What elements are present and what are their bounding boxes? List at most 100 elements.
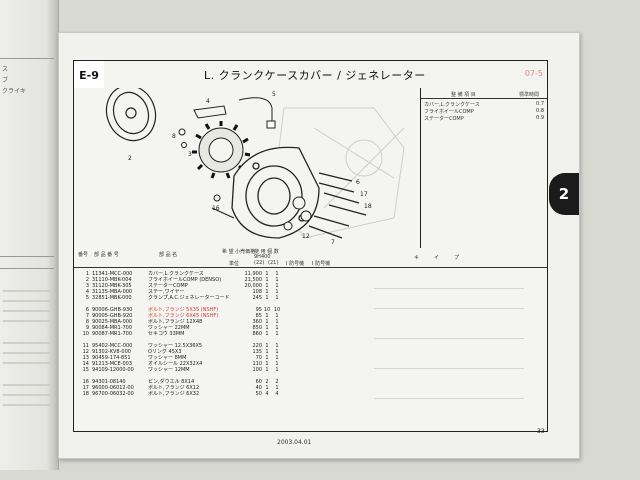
qty-cell: 1	[265, 283, 269, 289]
ref-cell: 6	[85, 307, 89, 313]
part-no-cell: 90005-GHB-920	[92, 313, 133, 319]
qty-cell: 10	[263, 307, 271, 313]
qty-cell: 1	[265, 295, 269, 301]
mark-3: プ	[454, 255, 460, 261]
price-cell: 70	[255, 355, 262, 361]
price-cell: 220	[252, 343, 262, 349]
name-cell: カバー,L.クランクケース	[148, 271, 204, 277]
parts-table: 番号 部 品 番 号 部 品 名 希 望 小売価格 単位 使 用 個 数 9H4…	[73, 248, 548, 432]
qty-cell: 1	[265, 325, 269, 331]
ref-cell: 17	[82, 385, 89, 391]
publication-date: 2003.04.01	[277, 439, 312, 446]
left-page-fragment: ブ	[2, 77, 9, 84]
name-cell: ワッシャー 22MM	[148, 325, 190, 331]
qty-cell: 1	[275, 355, 279, 361]
type-code-2: (22)	[254, 260, 265, 266]
col-ref: 番号	[78, 252, 89, 258]
name-cell: ボルト,フランジ 6X32	[148, 391, 200, 397]
qty-cell: 1	[275, 349, 279, 355]
price-cell: 850	[252, 325, 262, 331]
part-no-cell: 94301-08140	[92, 379, 126, 385]
part-no-cell: 31110-MBK-004	[92, 277, 132, 283]
washers	[178, 128, 312, 231]
price-cell: 50	[255, 391, 262, 397]
ref-cell: 13	[82, 355, 89, 361]
svg-text:17: 17	[360, 191, 368, 198]
price-cell: 21,500	[244, 277, 263, 283]
stator	[192, 121, 251, 179]
svg-text:18: 18	[364, 203, 372, 210]
name-cell: ピン,ダウエル 8X14	[148, 379, 195, 385]
price-cell: 360	[252, 319, 262, 325]
ref-cell: 1	[85, 271, 89, 277]
col-qty: 使 用 個 数	[254, 249, 279, 255]
name-cell: ワッシャー 8MM	[148, 355, 187, 361]
svg-text:5: 5	[272, 91, 276, 98]
qty-cell: 4	[265, 391, 269, 397]
ref-cell: 15	[82, 367, 89, 373]
price-cell: 135	[252, 349, 262, 355]
qty-cell: 1	[275, 361, 279, 367]
section-title: L. クランクケースカバー / ジェネレーター	[204, 69, 426, 82]
qty-cell: 1	[275, 325, 279, 331]
qty-cell: 1	[265, 331, 269, 337]
price-cell: 860	[252, 331, 262, 337]
part-no-cell: 91213-MCE-003	[92, 361, 133, 367]
svg-text:16: 16	[212, 205, 220, 212]
part-no-cell: 90087-MR1-700	[92, 331, 133, 337]
left-page-edge: ス ブ クライキ	[0, 0, 59, 470]
qty-cell: 1	[275, 331, 279, 337]
price-cell: 20,000	[244, 283, 263, 289]
name-cell: ステー,ワイヤー	[148, 289, 185, 295]
part-no-cell: 11341-MCC-000	[92, 271, 133, 277]
col-name: 部 品 名	[159, 252, 178, 258]
labor-header-item: 整 備 項 目	[451, 92, 476, 98]
qty-cell: 1	[275, 319, 279, 325]
part-no-cell: 91302-KV8-000	[92, 349, 131, 355]
svg-text:12: 12	[302, 233, 310, 240]
remarks-2: I 防号機	[312, 261, 331, 267]
ref-cell: 18	[82, 391, 89, 397]
name-cell: Oリング 45X3	[148, 349, 182, 355]
name-cell: ボルト,フランジ 6X12	[148, 385, 200, 391]
qty-cell: 1	[265, 313, 269, 319]
qty-cell: 1	[275, 313, 279, 319]
ref-cell: 7	[85, 313, 89, 319]
qty-cell: 1	[275, 295, 279, 301]
bolts	[211, 172, 367, 239]
qty-cell: 2	[265, 379, 269, 385]
name-cell: ワッシャー 12.5X36X5	[148, 343, 203, 349]
ref-cell: 4	[85, 289, 89, 295]
name-cell: セキコウ 33MM	[148, 331, 185, 337]
svg-text:2: 2	[128, 155, 132, 162]
price-cell: 108	[252, 289, 262, 295]
qty-cell: 1	[275, 289, 279, 295]
ref-cell: 2	[85, 277, 89, 283]
price-cell: 40	[255, 385, 262, 391]
ref-cell: 12	[82, 349, 89, 355]
qty-cell: 1	[265, 319, 269, 325]
col-price: 希 望 小売価格	[222, 249, 256, 255]
name-cell: ボルト,フランジ 5X35 (NSHF)	[148, 307, 219, 313]
name-cell: ボルト,フランジ 6X45 (NSHF)	[148, 313, 219, 319]
qty-cell: 1	[275, 385, 279, 391]
qty-cell: 1	[265, 361, 269, 367]
svg-text:6: 6	[356, 179, 360, 186]
part-no-cell: 94109-12000-00	[92, 367, 134, 373]
qty-cell: 4	[275, 391, 279, 397]
part-no-cell: 31120-MBK-305	[92, 283, 132, 289]
name-cell: ステーターCOMP	[148, 283, 188, 289]
price-cell: 245	[252, 295, 262, 301]
